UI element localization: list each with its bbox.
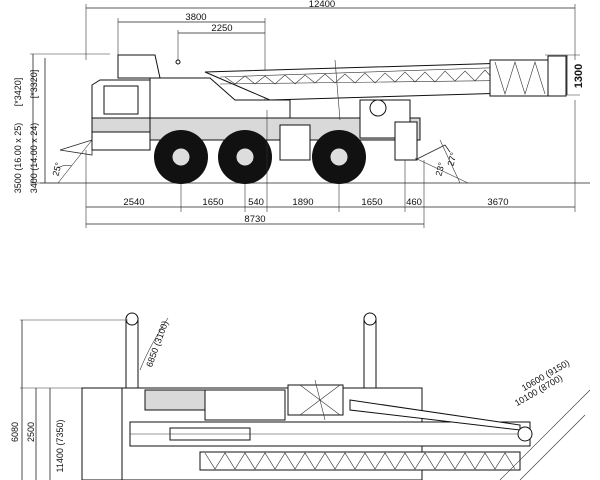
outrigger-span-label: 11400 (7350) — [55, 420, 65, 473]
outrigger-box — [279, 124, 311, 161]
height-b-label: [*3320] — [29, 70, 39, 99]
height-a-label: [*3420] — [13, 78, 23, 107]
cab-window — [103, 85, 139, 115]
segment-label-1: 2540 — [123, 197, 144, 208]
cab-top — [81, 387, 123, 480]
height-c-label: 3500 (16.00 x 25) — [13, 123, 23, 194]
segment-label-7: 3670 — [487, 197, 508, 208]
approach-angle-label: 25° — [51, 161, 64, 177]
segment-label-3: 540 — [248, 197, 264, 208]
slew-lattice — [299, 379, 341, 421]
side-view: 12400 3800 2250 [*3420] [*3320] 3500 (16… — [13, 0, 590, 228]
boom-tip — [517, 426, 533, 442]
boom-height-label: 1300 — [573, 64, 585, 88]
swing-front-label: 6850 (3100) — [144, 319, 170, 368]
departure-angle-1-label: 27° — [446, 151, 459, 167]
segment-label-2: 1650 — [202, 197, 223, 208]
width-total-label: 6080 — [10, 422, 20, 442]
boom-base-label: 2250 — [211, 23, 232, 34]
outrigger-front-left — [125, 317, 139, 389]
winch — [369, 99, 387, 117]
departure-angle-2-label: 23° — [434, 161, 447, 177]
segment-label-6: 460 — [406, 197, 422, 208]
width-body-label: 2500 — [26, 422, 36, 442]
height-d-label: 3400 (14.00 x 24) — [29, 123, 39, 194]
wheelbase-label: 8730 — [244, 214, 265, 225]
boom-offset-label: 3800 — [185, 12, 206, 23]
outrigger-rear-left — [363, 317, 377, 389]
operator-cab — [117, 54, 161, 79]
slew-ring — [287, 384, 344, 416]
segment-label-5: 1650 — [361, 197, 382, 208]
overall-length-label: 12400 — [309, 0, 335, 10]
segment-label-4: 1890 — [292, 197, 313, 208]
top-view: 6080 2500 11400 (7350) 6850 (3100) 10600… — [10, 312, 591, 480]
